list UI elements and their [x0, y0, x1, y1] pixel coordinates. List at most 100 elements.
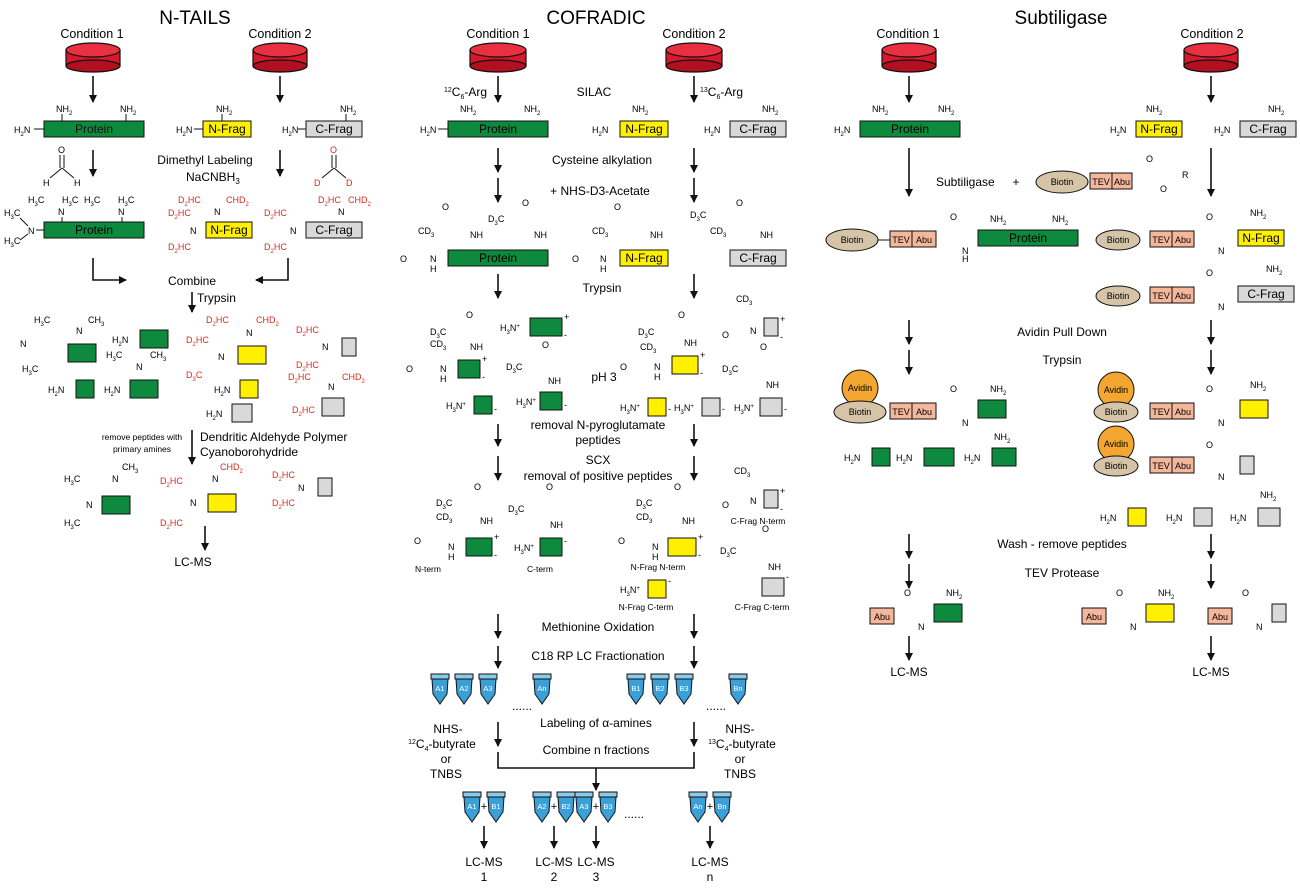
cfrag-label: C-Frag	[1247, 287, 1284, 301]
svg-text:H3N+: H3N+	[514, 543, 534, 556]
svg-text:H2N: H2N	[282, 125, 298, 138]
cfrag-label: C-Frag	[739, 251, 776, 265]
avidin-label: Avidin	[1104, 439, 1128, 449]
cfrag-cterm-label: C-Frag C-term	[735, 602, 790, 612]
svg-text:O: O	[722, 500, 729, 510]
svg-text:N: N	[430, 254, 437, 264]
svg-text:+: +	[780, 314, 785, 324]
tube-label: Bn	[717, 802, 726, 811]
svg-text:CD3: CD3	[640, 342, 657, 355]
biotin-label: Biotin	[1105, 461, 1128, 471]
lcms-output-number: n	[707, 870, 714, 884]
svg-text:H3C: H3C	[64, 474, 81, 487]
peptide-fragment: H2N NH2	[964, 432, 1017, 467]
condition-1-label: Condition 1	[466, 27, 529, 41]
cell-culture-dish-icon	[252, 42, 308, 73]
svg-text:H: H	[430, 264, 437, 274]
svg-text:NH2: NH2	[1250, 208, 1267, 221]
cfrag-box	[1239, 120, 1297, 138]
trypsin-step: Trypsin	[197, 291, 236, 305]
plus-sign: +	[551, 801, 557, 813]
svg-text:N: N	[1256, 622, 1263, 632]
cfrag-box	[1237, 285, 1295, 303]
methionine-oxidation-step: Methionine Oxidation	[542, 620, 655, 634]
peptide-fragment: CD3 O N + -	[722, 466, 785, 514]
svg-text:-: -	[668, 576, 671, 586]
svg-text:O: O	[542, 340, 549, 350]
protein-label: Protein	[75, 122, 113, 136]
trypsin-step: Trypsin	[1043, 353, 1082, 367]
microcentrifuge-tube-icon: A1	[462, 791, 482, 823]
svg-text:NH2: NH2	[994, 432, 1011, 445]
svg-text:CHD2: CHD2	[256, 315, 280, 328]
svg-text:N: N	[918, 622, 925, 632]
svg-text:N: N	[654, 362, 661, 372]
tube-label: An	[537, 684, 546, 693]
tev-label: TEV	[1152, 461, 1170, 471]
svg-text:H2N: H2N	[1100, 513, 1116, 526]
peptide-fragment: H2N	[206, 403, 253, 423]
peptide-fragment: H3C CH3 N N H3C	[20, 315, 105, 377]
svg-text:H2N: H2N	[592, 125, 608, 138]
microcentrifuge-tube-icon: A2	[532, 791, 552, 823]
svg-text:-: -	[482, 372, 485, 382]
plus-sign: +	[593, 801, 599, 813]
svg-text:D2HC: D2HC	[272, 470, 295, 483]
svg-text:CH3: CH3	[122, 462, 139, 475]
svg-text:D2HC: D2HC	[160, 518, 183, 531]
svg-text:H2N: H2N	[704, 125, 720, 138]
svg-text:N: N	[962, 418, 969, 428]
svg-text:H2N: H2N	[1230, 513, 1246, 526]
cfrag-box	[729, 249, 787, 267]
svg-text:O: O	[762, 524, 769, 534]
peptide-fragment: H2N	[896, 447, 955, 467]
svg-text:CHD2: CHD2	[220, 462, 244, 475]
svg-text:NH2: NH2	[1146, 104, 1163, 117]
svg-text:N: N	[448, 542, 455, 552]
svg-text:NH2: NH2	[1266, 264, 1283, 277]
svg-text:O: O	[760, 342, 767, 352]
svg-text:H2N: H2N	[834, 125, 850, 138]
lcms-label: LC-MS	[535, 855, 572, 869]
peptide-fragment: CD3 O N + -	[722, 294, 785, 342]
microcentrifuge-tube-icon: B3	[674, 673, 694, 705]
svg-text:CH3: CH3	[88, 315, 105, 328]
svg-text:NH: NH	[470, 342, 483, 352]
tev-label: TEV	[1152, 235, 1170, 245]
svg-text:H2N: H2N	[964, 453, 980, 466]
subtiligase-title: Subtiligase	[1015, 8, 1108, 29]
peptide-fragment: D3C CD3 O NH O N H + -	[406, 310, 487, 384]
avidin-label: Avidin	[848, 383, 872, 393]
svg-text:D3C: D3C	[488, 214, 505, 227]
svg-text:O: O	[414, 536, 421, 546]
svg-text:CHD2: CHD2	[342, 372, 366, 385]
svg-text:D2HC: D2HC	[160, 476, 183, 489]
pyroglutamate-step: removal N-pyroglutamate	[531, 418, 666, 432]
svg-text:NH: NH	[548, 376, 561, 386]
biotin-tag	[1093, 401, 1139, 423]
svg-text:O: O	[474, 482, 481, 492]
svg-text:O: O	[1116, 588, 1123, 598]
tev-label: TEV	[892, 235, 910, 245]
svg-text:D2HC: D2HC	[168, 208, 191, 221]
cfrag-box	[729, 120, 787, 138]
cell-culture-dish-icon	[1183, 42, 1239, 73]
svg-text:O: O	[1206, 440, 1213, 450]
cfrag-nterm-label: C-Frag N-term	[731, 516, 786, 526]
microcentrifuge-tube-icon: A1	[430, 673, 450, 705]
svg-text:-: -	[722, 404, 725, 414]
svg-text:N: N	[212, 474, 219, 484]
svg-text:H3C: H3C	[84, 195, 101, 208]
svg-text:N: N	[20, 339, 27, 349]
svg-text:O: O	[1160, 184, 1167, 194]
cfrag-label: C-Frag	[315, 122, 352, 136]
plus-sign: +	[481, 801, 487, 813]
svg-text:N: N	[1218, 302, 1225, 312]
cofradic-workflow: Condition 1 Condition 2 12C6-Arg SILAC 1…	[400, 27, 789, 884]
svg-text:NH2: NH2	[938, 104, 955, 117]
biotin-label: Biotin	[1051, 177, 1074, 187]
svg-text:CD3: CD3	[636, 512, 653, 525]
tube-label: B3	[679, 684, 688, 693]
